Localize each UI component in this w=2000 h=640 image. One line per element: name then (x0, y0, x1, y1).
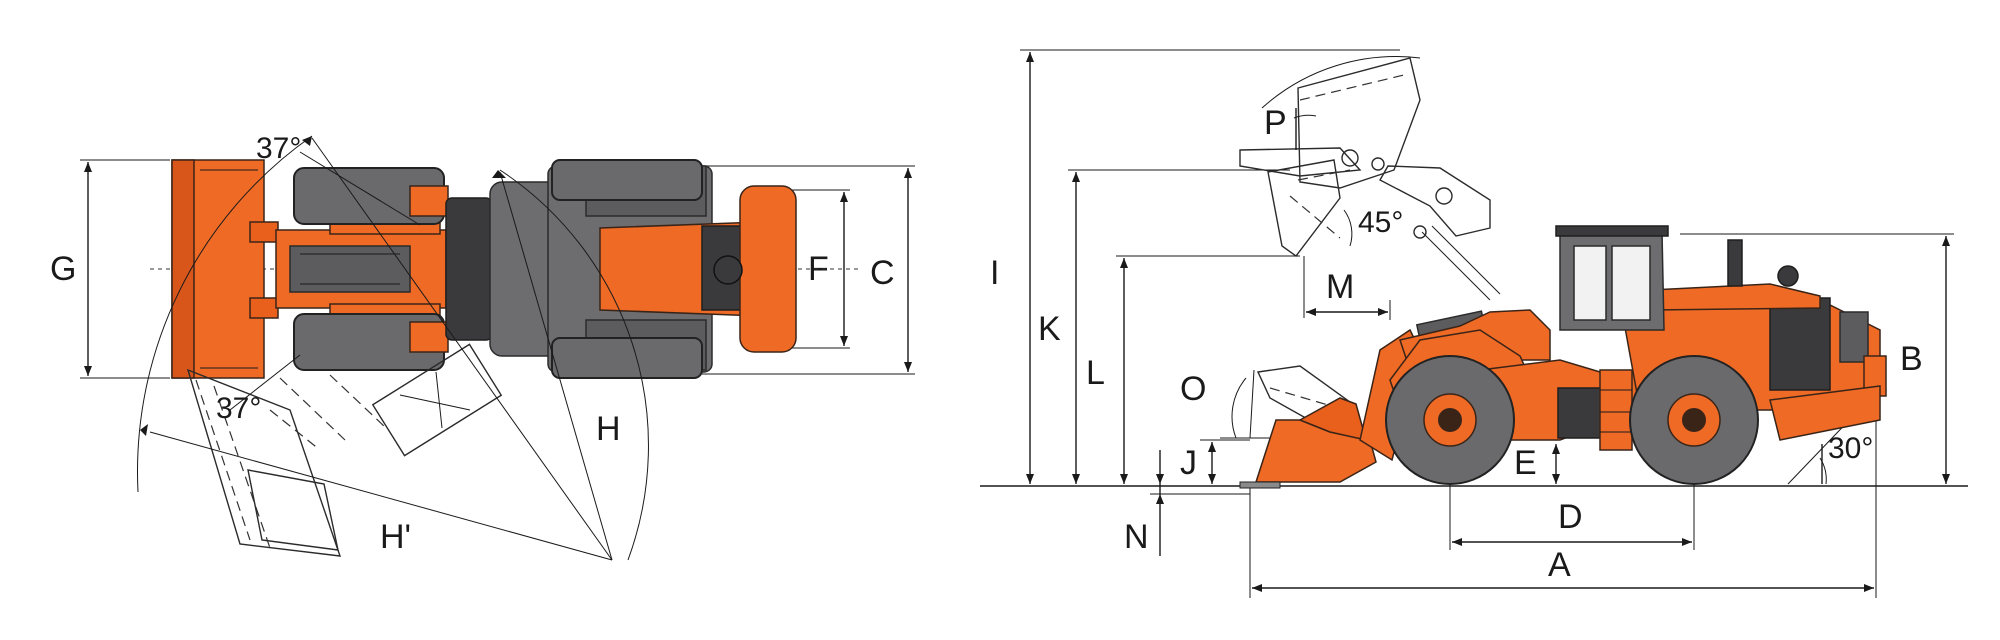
dimension-b: B (1680, 233, 1954, 484)
dimension-a: A (1249, 420, 1877, 598)
label-m: M (1326, 268, 1354, 306)
label-e: E (1514, 444, 1537, 482)
label-l: L (1086, 354, 1105, 392)
label-h: H (596, 410, 621, 448)
departure-angle: 30° (1787, 387, 1881, 485)
bucket-top-straight (171, 159, 279, 379)
dimension-f: F (780, 189, 850, 349)
turning-radius: 37° 37° H H' (137, 132, 649, 561)
side-view: I K L M (980, 49, 1968, 598)
dimension-c: C (690, 165, 915, 375)
label-angle-departure: 30° (1828, 432, 1873, 465)
label-o: O (1180, 370, 1206, 408)
label-angle-top: 37° (256, 132, 301, 165)
dimension-e: E (1514, 444, 1560, 484)
dimension-i: I (990, 49, 1400, 484)
raised-bucket: P 45° (1239, 56, 1453, 257)
front-frame (275, 215, 447, 323)
dimension-g: G (50, 159, 170, 379)
front-wheel (1385, 355, 1515, 485)
label-p: P (1264, 104, 1287, 142)
turned-outline (186, 343, 503, 557)
label-i: I (990, 254, 999, 292)
raised-lift-arm (1379, 165, 1501, 301)
label-h-prime: H' (380, 518, 411, 556)
dimension-m: M (1303, 256, 1391, 320)
label-a: A (1548, 546, 1571, 584)
label-angle-dump: 45° (1358, 206, 1403, 239)
label-k: K (1038, 310, 1061, 348)
dimension-k: K (1038, 169, 1290, 484)
rear-wheel (1629, 355, 1759, 485)
label-c: C (870, 254, 895, 292)
dimension-j-n: J N (1124, 439, 1250, 556)
front-tires (293, 167, 449, 371)
label-f: F (808, 250, 829, 288)
label-g: G (50, 250, 76, 288)
label-j: J (1180, 444, 1197, 482)
label-b: B (1900, 340, 1923, 378)
label-n: N (1124, 518, 1149, 556)
top-view: G C F (50, 132, 915, 561)
label-d: D (1558, 498, 1583, 536)
loader-body (1239, 225, 1887, 489)
dimension-l: L (1086, 255, 1300, 484)
rear-tires (551, 159, 703, 379)
label-angle-bottom: 37° (216, 392, 261, 425)
